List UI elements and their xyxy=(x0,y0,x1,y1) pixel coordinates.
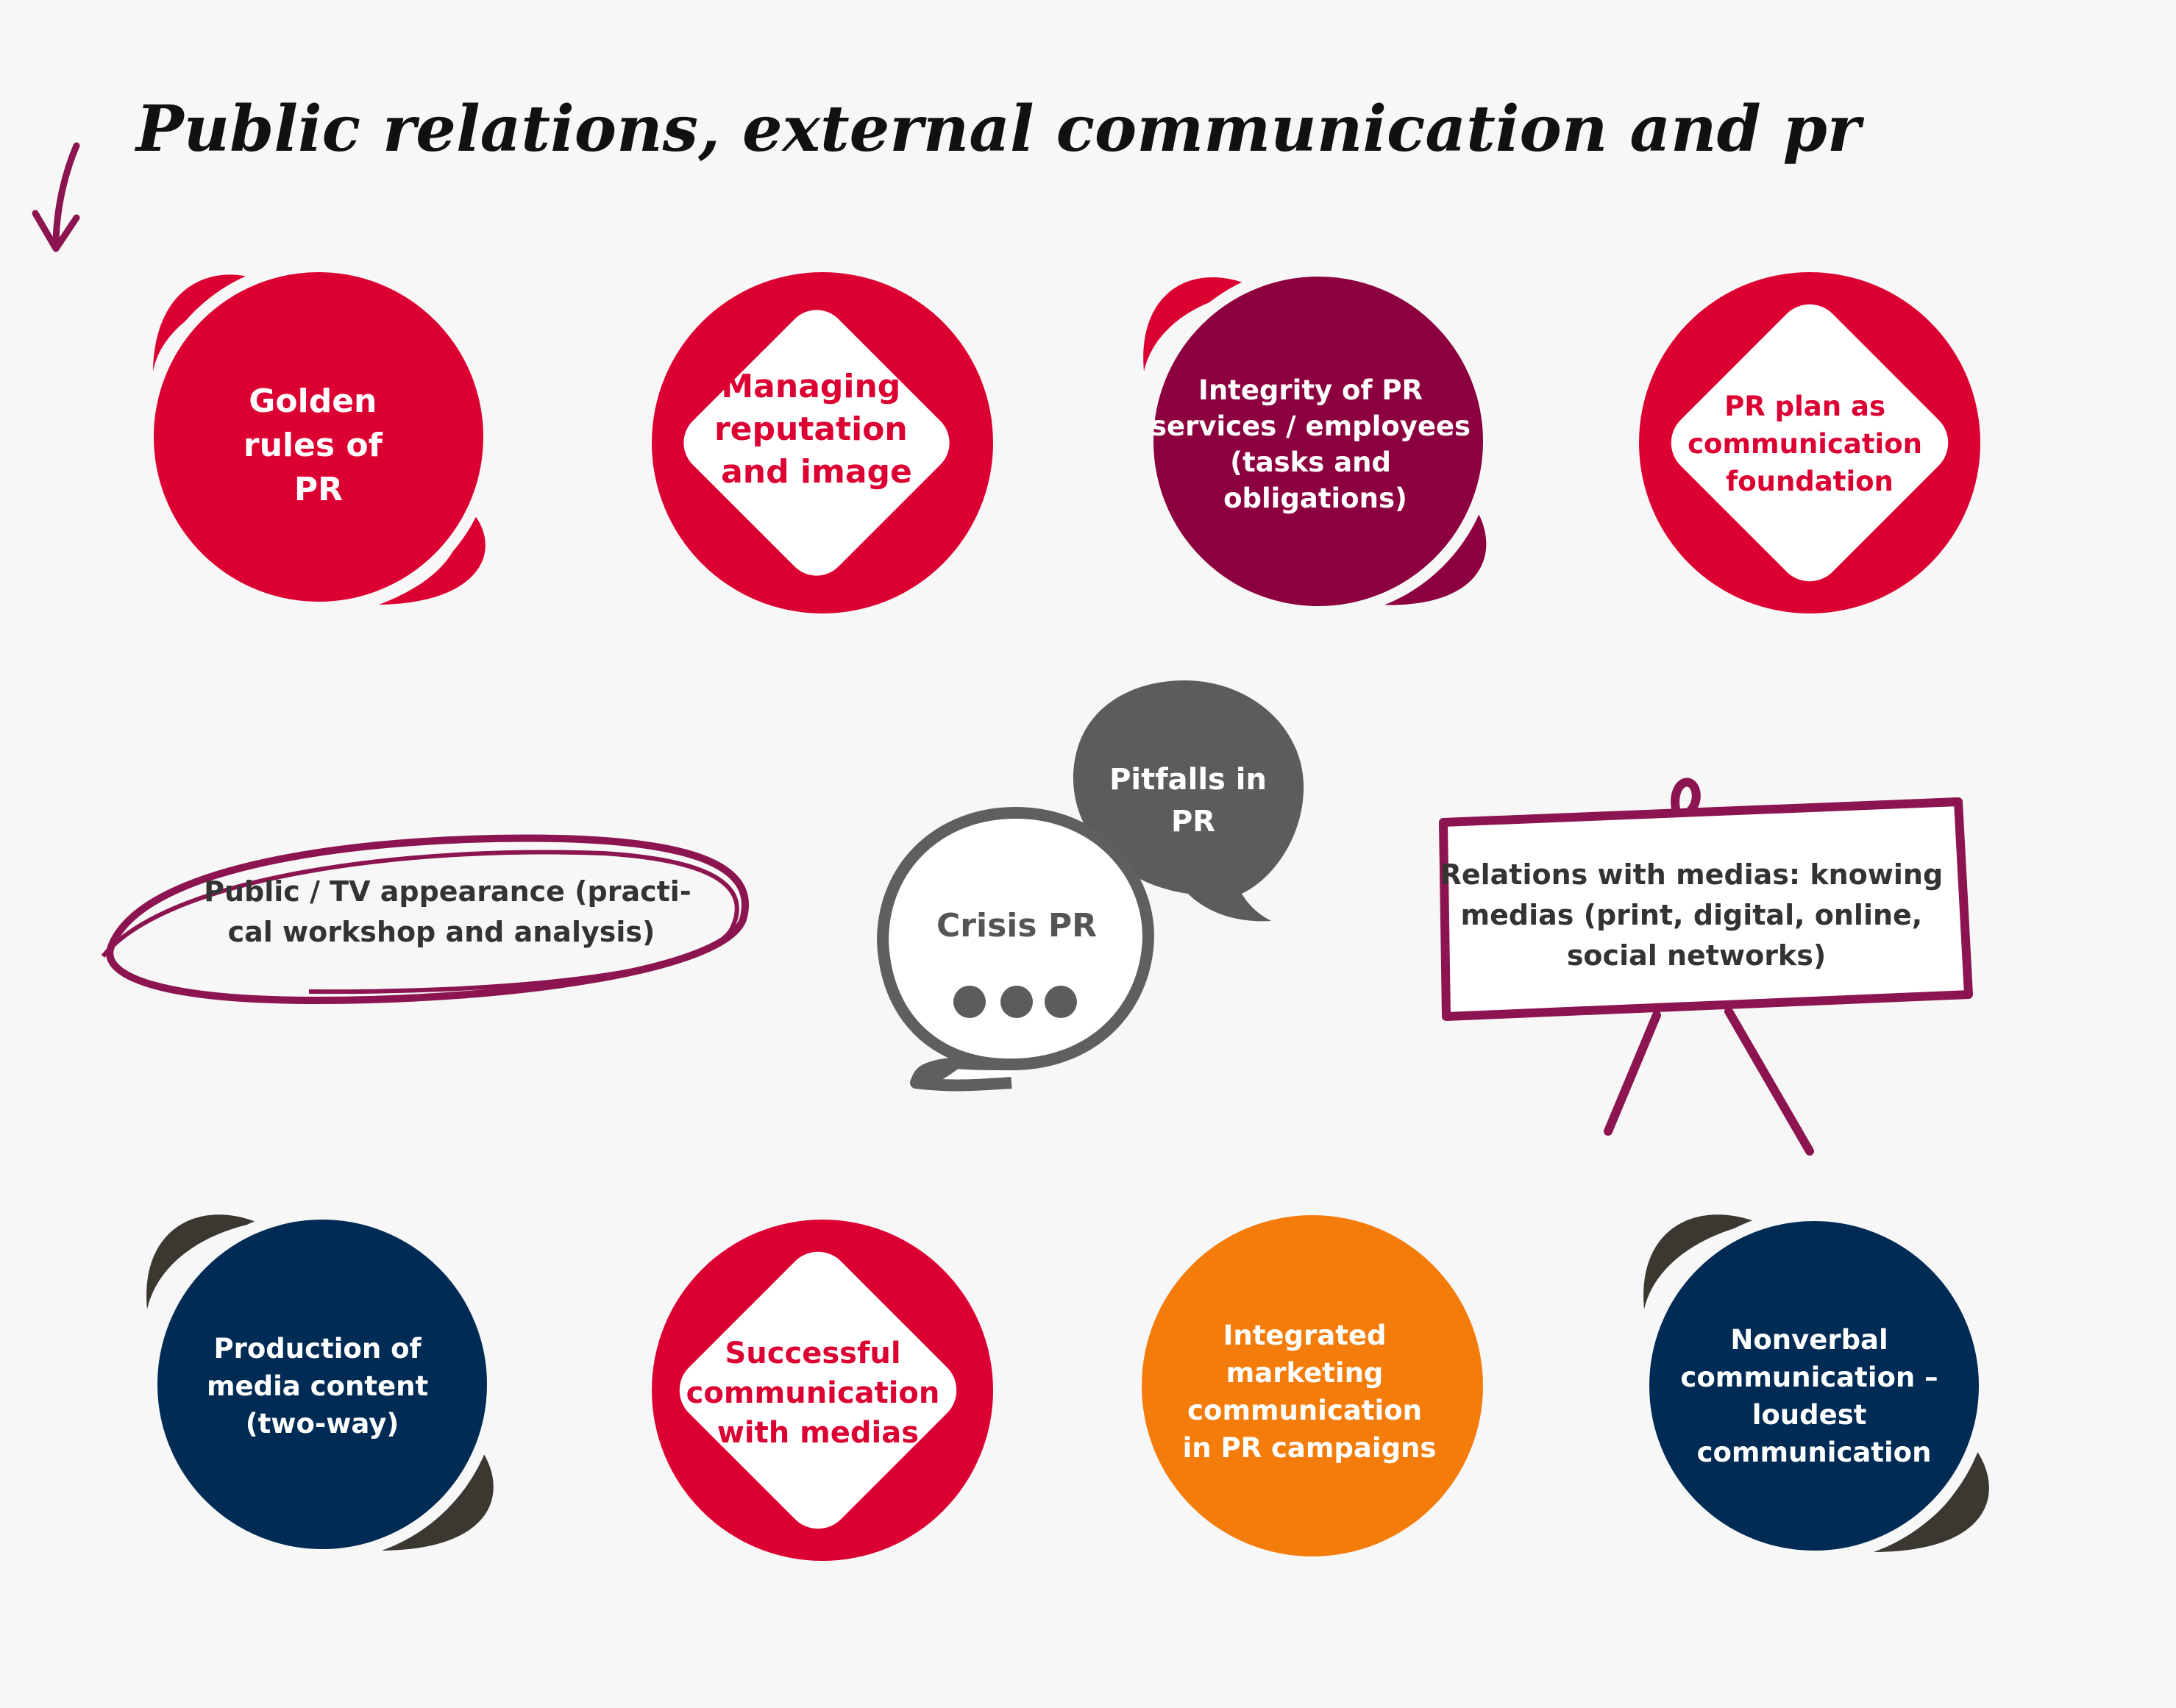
topic-crisis[interactable]: Crisis PR xyxy=(877,807,1154,1092)
topic-label: Golden rules of PR xyxy=(243,382,394,508)
blob-accent-bottom xyxy=(379,500,486,605)
topic-label: Integrity of PR services / employees (ta… xyxy=(1151,374,1480,514)
topic-circle xyxy=(1142,265,1495,618)
topic-circle xyxy=(142,260,495,613)
flipchart-hook-icon xyxy=(1671,778,1701,815)
topic-circle xyxy=(146,1208,499,1561)
scribble-ellipse xyxy=(106,834,749,1004)
topic-production[interactable]: Production of media content (two-way) xyxy=(146,1208,499,1561)
topic-label: Nonverbal communication – loudest commun… xyxy=(1680,1324,1947,1468)
topic-integrated[interactable]: Integrated marketing communication in PR… xyxy=(1142,1215,1483,1556)
speech-bubble-outline xyxy=(877,807,1154,1092)
header: Public relations, external communication… xyxy=(32,92,1865,252)
flipchart-board xyxy=(1439,797,1973,1021)
topic-label: Production of media content (two-way) xyxy=(207,1333,438,1440)
flipchart-leg-left xyxy=(1604,1011,1661,1136)
blob-accent-top xyxy=(153,274,276,371)
down-arrow-icon xyxy=(32,142,80,252)
ellipsis-dot-icon xyxy=(1045,986,1077,1018)
topic-golden-rules[interactable]: Golden rules of PR xyxy=(142,260,495,613)
topic-label: Successful communication with medias xyxy=(686,1337,950,1450)
topic-pitfalls[interactable]: Pitfalls in PR xyxy=(1073,680,1304,922)
topic-label: PR plan as communication foundation xyxy=(1688,391,1932,497)
flipchart-leg-right xyxy=(1724,1007,1814,1156)
page-title: Public relations, external communication… xyxy=(134,92,1865,166)
diamond-frame xyxy=(683,310,950,576)
topic-label: Pitfalls in PR xyxy=(1109,763,1277,839)
speech-bubble xyxy=(1073,680,1304,922)
topic-relations-medias[interactable]: Relations with medias: knowing medias (p… xyxy=(1439,778,1973,1156)
topic-managing-reputation[interactable]: Managing reputation and image xyxy=(652,272,993,613)
topic-nonverbal[interactable]: Nonverbal communication – loudest commun… xyxy=(1638,1209,1991,1562)
topic-label: Integrated marketing communication in PR… xyxy=(1183,1320,1437,1464)
blob-accent-top xyxy=(1643,1214,1758,1309)
topic-public-tv[interactable]: Public / TV appearance (practi- cal work… xyxy=(101,834,749,1004)
blob-accent-bottom xyxy=(1376,500,1487,605)
blob-accent-top xyxy=(146,1214,257,1309)
topic-pr-plan[interactable]: PR plan as communication foundation xyxy=(1639,272,1980,613)
topic-label: Managing reputation and image xyxy=(714,368,919,491)
topic-label: Public / TV appearance (practi- cal work… xyxy=(204,875,701,948)
blob-accent-bottom xyxy=(1872,1445,1989,1552)
blob-accent-bottom xyxy=(375,1445,494,1551)
topic-integrity[interactable]: Integrity of PR services / employees (ta… xyxy=(1142,265,1495,618)
diamond-frame xyxy=(679,1251,957,1529)
ellipsis-dot-icon xyxy=(953,986,986,1018)
topic-circle xyxy=(1142,1215,1483,1556)
diamond-frame xyxy=(1671,304,1949,582)
topic-successful[interactable]: Successful communication with medias xyxy=(652,1220,993,1561)
topic-label: Relations with medias: knowing medias (p… xyxy=(1440,858,1953,972)
ellipsis-dot-icon xyxy=(1000,986,1033,1018)
topic-circle xyxy=(1638,1209,1991,1562)
topic-label: Crisis PR xyxy=(936,907,1097,944)
scribble-ellipse-second-stroke xyxy=(101,850,739,994)
blob-accent-top xyxy=(1143,277,1262,371)
